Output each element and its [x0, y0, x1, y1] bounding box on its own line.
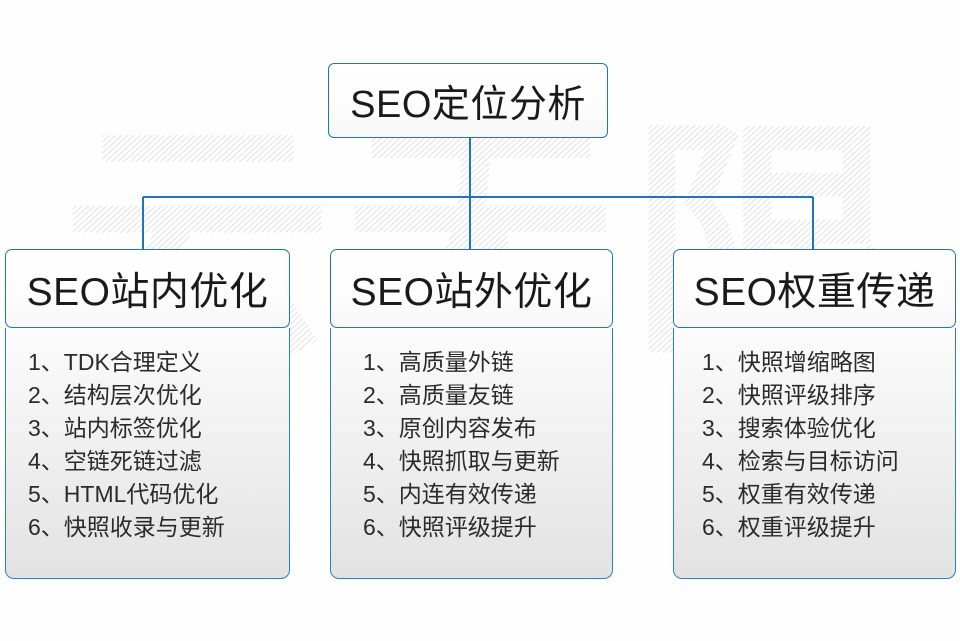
list-item-label: 快照抓取与更新	[398, 448, 560, 474]
list-item-label: 权重评级提升	[737, 514, 876, 540]
list-item-label: 站内标签优化	[63, 415, 202, 441]
list-item: 6、 快照评级提升	[363, 511, 612, 544]
list-item-label: 空链死链过滤	[63, 448, 202, 474]
list-item-number: 5、	[28, 481, 64, 507]
list-item-label: 快照增缩略图	[737, 349, 876, 375]
column-1-header-box[interactable]: SEO站外优化	[330, 249, 613, 328]
list-item: 5、 HTML代码优化	[28, 478, 289, 511]
column-1-list: 1、 高质量外链 2、 高质量友链 3、 原创内容发布 4、 快照抓取与更新 5…	[331, 346, 612, 544]
list-item: 6、 快照收录与更新	[28, 511, 289, 544]
list-item: 2、 快照评级排序	[702, 379, 955, 412]
list-item-number: 2、	[363, 382, 399, 408]
list-item-label: 原创内容发布	[398, 415, 537, 441]
list-item-number: 4、	[702, 448, 738, 474]
column-0-header-box[interactable]: SEO站内优化	[5, 249, 290, 328]
list-item-number: 1、	[363, 349, 399, 375]
list-item: 4、 空链死链过滤	[28, 445, 289, 478]
list-item-label: 检索与目标访问	[737, 448, 899, 474]
list-item: 3、 原创内容发布	[363, 412, 612, 445]
list-item-number: 3、	[702, 415, 738, 441]
list-item-number: 1、	[28, 349, 64, 375]
list-item-number: 3、	[363, 415, 399, 441]
list-item: 1、 快照增缩略图	[702, 346, 955, 379]
list-item-label: 快照收录与更新	[63, 514, 225, 540]
list-item-number: 2、	[28, 382, 64, 408]
list-item-label: 权重有效传递	[737, 481, 876, 507]
list-item: 2、 结构层次优化	[28, 379, 289, 412]
column-0-list: 1、 TDK合理定义 2、 结构层次优化 3、 站内标签优化 4、 空链死链过滤…	[6, 346, 289, 544]
list-item-number: 2、	[702, 382, 738, 408]
list-item-label: 内连有效传递	[398, 481, 537, 507]
list-item-label: TDK合理定义	[63, 349, 202, 375]
column-1-body: 1、 高质量外链 2、 高质量友链 3、 原创内容发布 4、 快照抓取与更新 5…	[330, 328, 613, 579]
column-2-list: 1、 快照增缩略图 2、 快照评级排序 3、 搜索体验优化 4、 检索与目标访问…	[674, 346, 955, 544]
list-item-number: 6、	[363, 514, 399, 540]
list-item: 1、 高质量外链	[363, 346, 612, 379]
list-item-number: 4、	[28, 448, 64, 474]
column-2-header-label: SEO权重传递	[693, 270, 936, 314]
list-item-number: 3、	[28, 415, 64, 441]
node-root[interactable]: SEO定位分析	[328, 63, 608, 138]
list-item-number: 5、	[363, 481, 399, 507]
list-item-label: 快照评级提升	[398, 514, 537, 540]
list-item: 4、 检索与目标访问	[702, 445, 955, 478]
column-2-body: 1、 快照增缩略图 2、 快照评级排序 3、 搜索体验优化 4、 检索与目标访问…	[673, 328, 956, 579]
list-item-number: 4、	[363, 448, 399, 474]
list-item: 1、 TDK合理定义	[28, 346, 289, 379]
list-item-label: 快照评级排序	[737, 382, 876, 408]
list-item: 6、 权重评级提升	[702, 511, 955, 544]
root-header-label: SEO定位分析	[350, 84, 586, 126]
list-item-label: 搜索体验优化	[737, 415, 876, 441]
column-1-header-label: SEO站外优化	[350, 270, 593, 314]
root-header-box[interactable]: SEO定位分析	[328, 63, 608, 138]
list-item: 2、 高质量友链	[363, 379, 612, 412]
list-item-number: 5、	[702, 481, 738, 507]
column-0-header-label: SEO站内优化	[26, 270, 269, 314]
list-item-label: 高质量外链	[398, 349, 514, 375]
list-item: 5、 权重有效传递	[702, 478, 955, 511]
list-item-label: HTML代码优化	[63, 481, 219, 507]
list-item: 3、 搜索体验优化	[702, 412, 955, 445]
column-0-body: 1、 TDK合理定义 2、 结构层次优化 3、 站内标签优化 4、 空链死链过滤…	[5, 328, 290, 579]
list-item: 5、 内连有效传递	[363, 478, 612, 511]
list-item-number: 6、	[28, 514, 64, 540]
list-item-number: 6、	[702, 514, 738, 540]
list-item-label: 高质量友链	[398, 382, 514, 408]
list-item-number: 1、	[702, 349, 738, 375]
list-item-label: 结构层次优化	[63, 382, 202, 408]
list-item: 4、 快照抓取与更新	[363, 445, 612, 478]
column-2-header-box[interactable]: SEO权重传递	[673, 249, 956, 328]
list-item: 3、 站内标签优化	[28, 412, 289, 445]
